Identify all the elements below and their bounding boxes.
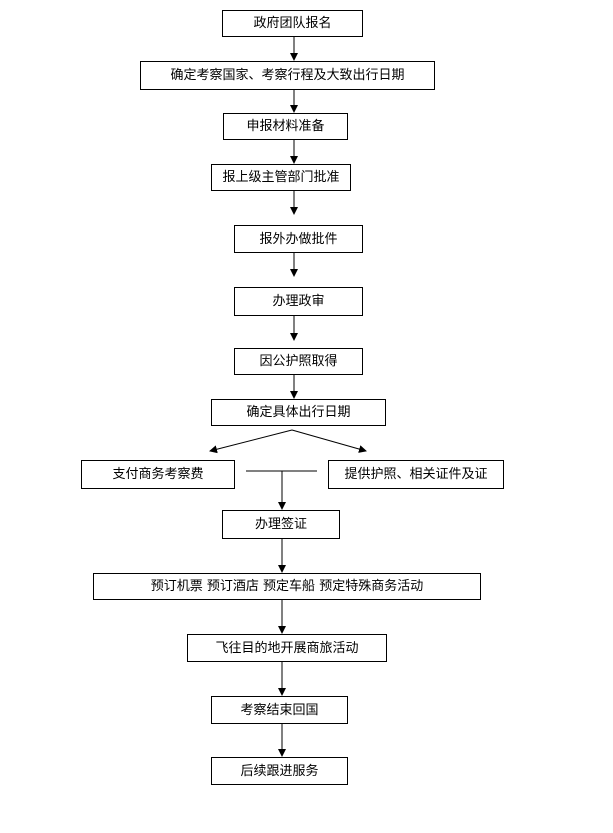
step-label: 预订机票 预订酒店 预定车船 预定特殊商务活动 [150, 579, 424, 594]
step-team-registration: 政府团队报名 [222, 10, 363, 37]
step-label: 考察结束回国 [240, 702, 319, 718]
arrow-s8-s9a [209, 429, 293, 454]
step-label: 确定具体出行日期 [246, 405, 351, 420]
step-provide-documents: 提供护照、相关证件及证 [328, 460, 504, 489]
step-label: 政府团队报名 [253, 16, 332, 31]
step-confirm-departure-date: 确定具体出行日期 [211, 399, 386, 426]
step-label: 支付商务考察费 [112, 467, 204, 482]
arrow-s8-s9b [291, 429, 367, 453]
step-visa-processing: 办理签证 [222, 510, 340, 539]
step-pay-fee: 支付商务考察费 [81, 460, 235, 489]
step-label: 因公护照取得 [259, 354, 338, 369]
step-foreign-affairs-approval: 报外办做批件 [234, 225, 363, 253]
step-label: 确定考察国家、考察行程及大致出行日期 [170, 68, 405, 83]
step-prepare-materials: 申报材料准备 [223, 113, 348, 140]
step-label: 后续跟进服务 [240, 763, 319, 779]
step-label: 办理政审 [272, 294, 325, 309]
step-return-home: 考察结束回国 [211, 696, 348, 724]
step-label: 办理签证 [254, 517, 307, 532]
step-label: 报外办做批件 [259, 231, 338, 247]
step-fly-to-destination: 飞往目的地开展商旅活动 [187, 634, 387, 662]
step-political-review: 办理政审 [234, 287, 363, 316]
step-label: 申报材料准备 [246, 119, 325, 134]
step-label: 提供护照、相关证件及证 [344, 467, 488, 482]
step-label: 飞往目的地开展商旅活动 [215, 640, 359, 656]
step-bookings: 预订机票 预订酒店 预定车船 预定特殊商务活动 [93, 573, 481, 600]
step-label: 报上级主管部门批准 [222, 170, 340, 185]
step-obtain-passport: 因公护照取得 [234, 348, 363, 375]
step-follow-up-service: 后续跟进服务 [211, 757, 348, 785]
step-superior-approval: 报上级主管部门批准 [211, 164, 351, 191]
step-confirm-itinerary: 确定考察国家、考察行程及大致出行日期 [140, 61, 435, 90]
